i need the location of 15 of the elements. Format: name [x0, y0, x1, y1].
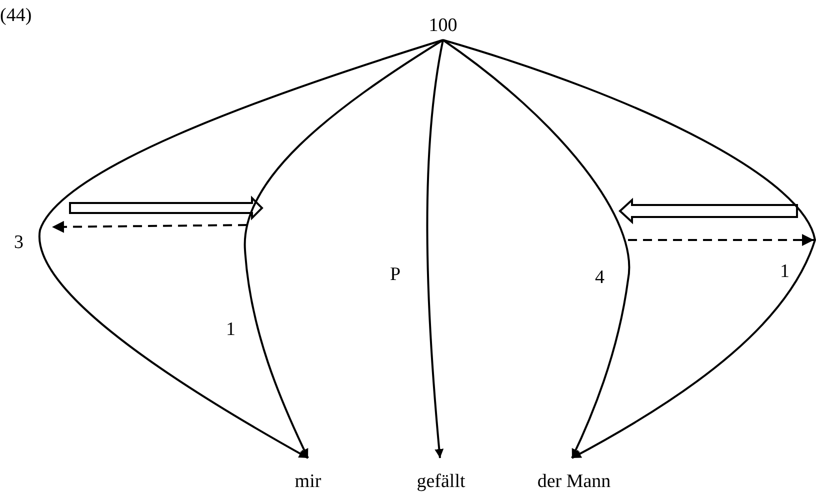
curved-arrow [442, 39, 630, 458]
example-number: (44) [0, 6, 32, 26]
edge-label: P [390, 265, 401, 285]
word-label: gefällt [416, 471, 466, 492]
word-label: 100 [428, 15, 458, 36]
word-label: der Mann [537, 471, 611, 492]
curved-arrow [442, 39, 816, 459]
curved-arrow [244, 39, 444, 458]
curved-arrow [39, 39, 444, 459]
word-label: mir [294, 471, 322, 492]
curved-arrow [426, 40, 444, 458]
edge-label: 1 [226, 320, 236, 340]
edge-label: 1 [780, 262, 790, 282]
edge-label: 4 [595, 268, 604, 288]
edge-label: 3 [14, 233, 24, 253]
